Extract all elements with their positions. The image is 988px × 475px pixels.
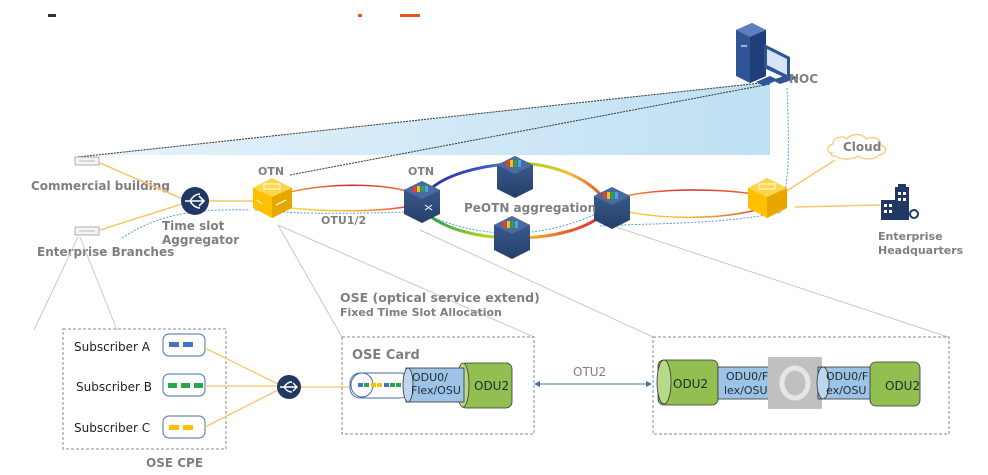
noc-computer-icon <box>736 23 798 86</box>
ose-title: OSE (optical service extend) <box>340 290 540 305</box>
far-end-left-outer: ODU2 <box>673 377 708 391</box>
far-end-left-inner-line1: ODU0/F <box>726 370 768 383</box>
title-fragment-left <box>48 14 56 17</box>
peotn-top-node-icon <box>497 156 533 198</box>
enterprise-hq-label-line1: Enterprise <box>878 230 943 243</box>
far-end-box <box>652 336 950 435</box>
link-branches-aggregator <box>99 202 186 231</box>
far-end-pipes <box>656 357 921 409</box>
mgmt-link-otn <box>289 83 771 176</box>
subscriber-a-row: Subscriber A <box>74 333 206 357</box>
cpe-aggregator-icon <box>277 375 301 399</box>
ose-card-title: OSE Card <box>352 348 420 363</box>
otu2-arrow-right <box>646 381 652 387</box>
enterprise-branches-device-icon <box>74 226 100 236</box>
link-otn-left-mid-yellow <box>289 205 411 212</box>
subscriber-c-label: Subscriber C <box>74 421 150 435</box>
mgmt-link-commercial <box>77 81 771 158</box>
peotn-bottom-node-icon <box>494 216 530 259</box>
subscriber-b-row: Subscriber B <box>76 373 206 397</box>
dotted-link-branches <box>121 209 251 239</box>
far-end-right-inner-line1: ODU0/F <box>826 370 868 383</box>
cloud-icon <box>827 133 887 160</box>
commercial-building-label: Commercial building <box>31 179 170 193</box>
peotn-right-node-icon <box>594 187 630 229</box>
commercial-building-device-icon <box>74 156 100 166</box>
otn-left-node-icon <box>253 178 292 218</box>
otu2-arrow-left <box>534 381 540 387</box>
link-otn-cloud <box>784 159 836 193</box>
ose-card-outer-label: ODU2 <box>474 379 509 393</box>
ose-cpe-title: OSE CPE <box>146 456 203 470</box>
ose-card-box <box>341 336 535 435</box>
subscriber-c-row: Subscriber C <box>74 415 206 439</box>
enterprise-branches-label: Enterprise Branches <box>37 245 174 259</box>
link-commercial-aggregator <box>99 162 186 201</box>
link-otn-hq <box>794 204 881 208</box>
cross-connect-switch-icon <box>768 357 822 409</box>
otn-left-label: OTN <box>258 165 284 178</box>
link-otn-right-red <box>619 189 761 198</box>
title-fragment-right <box>400 14 420 17</box>
mgmt-link-noc-otn-right <box>781 87 789 201</box>
noc-label: NOC <box>789 72 818 86</box>
subscriber-a-label: Subscriber A <box>74 340 151 354</box>
otn-right-node-icon <box>748 178 787 218</box>
cloud-label: Cloud <box>843 140 881 154</box>
far-end-left-inner-line2: lex/OSU <box>724 384 768 397</box>
ose-cpe-box <box>62 328 227 450</box>
far-end-right-outer: ODU2 <box>885 379 920 393</box>
far-end-right-inner-line2: ex/OSU <box>826 384 866 397</box>
ose-card-inner-line1: ODU0/ <box>412 371 448 384</box>
ose-card-inner-line2: Flex/OSU <box>411 384 461 397</box>
time-slot-aggregator-icon <box>181 187 209 215</box>
link-otn-left-mid-red <box>289 184 411 193</box>
otn-mid-node-icon <box>404 181 440 223</box>
link-sub-c <box>204 388 281 428</box>
peotn-label: PeOTN aggregation <box>464 201 596 215</box>
subscriber-b-label: Subscriber B <box>76 380 152 394</box>
otu12-label: OTU1/2 <box>321 214 366 227</box>
title-fragment-accent <box>358 14 362 17</box>
link-otn-right-yellow <box>619 208 761 219</box>
ose-card-pipes <box>349 362 513 409</box>
otn-mid-label: OTN <box>408 165 434 178</box>
aggregator-label-line1: Time slot <box>162 219 225 233</box>
link-sub-a <box>204 347 281 386</box>
ose-subtitle: Fixed Time Slot Allocation <box>340 306 502 319</box>
aggregator-label-line2: Aggregator <box>162 233 239 247</box>
zoom-guide-lines <box>33 224 949 338</box>
enterprise-hq-building-icon <box>881 184 919 220</box>
otu2-label: OTU2 <box>573 365 606 379</box>
enterprise-hq-label-line2: Headquarters <box>878 244 964 257</box>
